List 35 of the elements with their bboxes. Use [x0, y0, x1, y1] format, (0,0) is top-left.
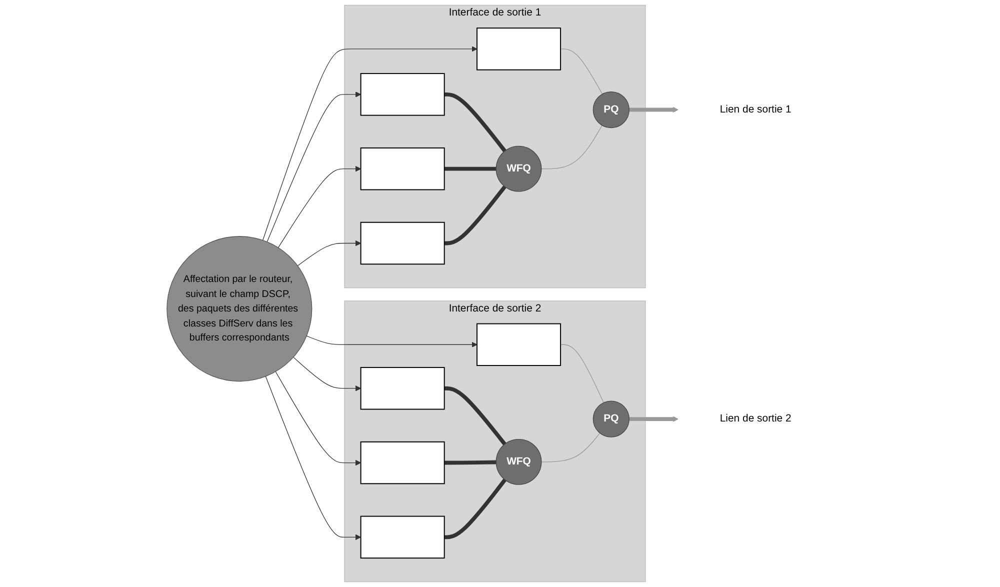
arrow: [262, 46, 478, 241]
node-circle: WFQ: [496, 146, 542, 192]
node-box: [476, 28, 562, 70]
node-box: [360, 441, 445, 484]
connector: [444, 92, 506, 152]
connector: [560, 48, 603, 94]
node-box: [360, 366, 445, 410]
node-circle: WFQ: [496, 438, 542, 485]
connector: [444, 166, 496, 171]
arrow: [629, 416, 678, 422]
arrow: [629, 106, 678, 113]
connector: [444, 386, 506, 446]
node-text: Lien de sortie 1: [720, 104, 792, 115]
node-box: [360, 516, 445, 559]
node-circle: Affectation par le routeur, suivant le champ DSCP, des paquets des différentes classes DiffServ dans les buffers correspondants: [166, 236, 312, 382]
node-circle: PQ: [592, 91, 630, 128]
connector: [541, 432, 600, 462]
arrow: [297, 240, 362, 266]
arrow: [266, 92, 362, 242]
connector: [444, 460, 496, 465]
arrow: [278, 166, 362, 248]
node-box: [360, 147, 445, 190]
arrow: [275, 371, 362, 466]
connector: [444, 478, 506, 540]
arrow: [265, 376, 362, 540]
node-box: [360, 222, 445, 265]
node-box: [476, 323, 562, 366]
connector: [541, 125, 602, 170]
connector: [444, 185, 506, 246]
arrow: [306, 336, 478, 348]
node-circle: PQ: [592, 400, 630, 438]
node-box: [360, 73, 445, 116]
arrow: [293, 356, 362, 392]
connector: [560, 344, 604, 404]
node-text: Lien de sortie 2: [720, 413, 792, 424]
